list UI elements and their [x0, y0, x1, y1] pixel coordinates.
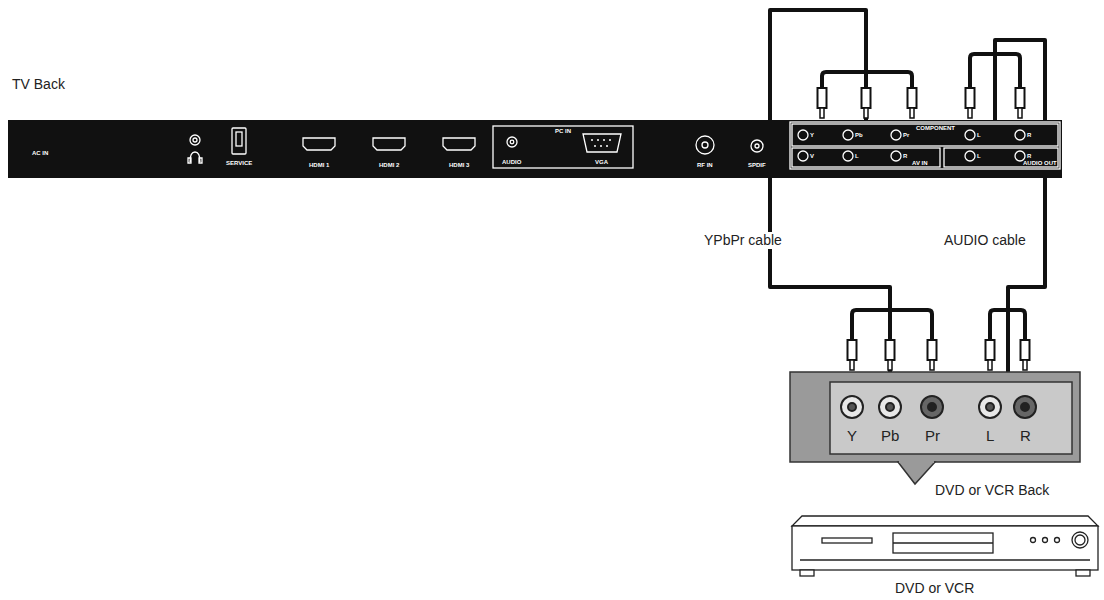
- dvd-player-unit: DVD or VCR: [792, 516, 1098, 576]
- node-title: DVD or VCR: [895, 580, 974, 596]
- panel-label: SPDIF: [748, 162, 766, 168]
- panel-label: R: [1027, 153, 1031, 159]
- node-title: TV Back: [12, 76, 65, 92]
- panel-label: Y: [810, 132, 814, 138]
- panel-label: R: [1027, 132, 1031, 138]
- jack-label: L: [986, 428, 994, 443]
- jack-label: R: [1020, 428, 1031, 443]
- panel-label: SERVICE: [226, 160, 252, 166]
- tv-cable-fan: [822, 54, 1020, 88]
- panel-label: L: [977, 153, 981, 159]
- panel-label: HDMI 3: [449, 162, 469, 168]
- panel-label: COMPONENT: [916, 125, 955, 131]
- jack-label: Pb: [881, 428, 899, 443]
- panel-label: L: [855, 153, 859, 159]
- panel-label: Pr: [903, 132, 909, 138]
- panel-label: PC IN: [555, 128, 571, 134]
- panel-label: AUDIO: [502, 159, 521, 165]
- dvd-panel-callout: [790, 372, 1080, 462]
- panel-label: HDMI 1: [309, 162, 329, 168]
- node-title: DVD or VCR Back: [935, 482, 1049, 498]
- panel-label: Pb: [855, 132, 863, 138]
- panel-label: VGA: [595, 159, 608, 165]
- panel-label: HDMI 2: [379, 162, 399, 168]
- panel-label: AV IN: [912, 160, 928, 166]
- panel-label: L: [977, 132, 981, 138]
- tv-connectors: [188, 122, 1060, 169]
- dvd-player: [792, 516, 1098, 576]
- cable-connector: [770, 10, 890, 372]
- dvd-jacks: [841, 396, 1036, 418]
- cable-connector: [995, 40, 1045, 372]
- panel-label: RF IN: [697, 162, 713, 168]
- panel-label: AC IN: [32, 150, 48, 156]
- vga-pins: [591, 139, 611, 147]
- dvd-back-panel: DVD or VCR Back: [790, 372, 1080, 462]
- panel-label: AUDIO OUT: [1023, 160, 1057, 166]
- cable-label: AUDIO cable: [942, 232, 1028, 249]
- tv-panel: [8, 120, 1062, 178]
- dvd-cable-fan: [852, 310, 1025, 340]
- cable-label: YPbPr cable: [702, 232, 784, 249]
- tv-back-panel: TV Back: [8, 120, 1062, 178]
- callout-pointer: [898, 462, 935, 484]
- panel-label: V: [810, 153, 814, 159]
- jack-label: Y: [847, 428, 857, 443]
- jack-label: Pr: [925, 428, 940, 443]
- panel-label: R: [903, 153, 907, 159]
